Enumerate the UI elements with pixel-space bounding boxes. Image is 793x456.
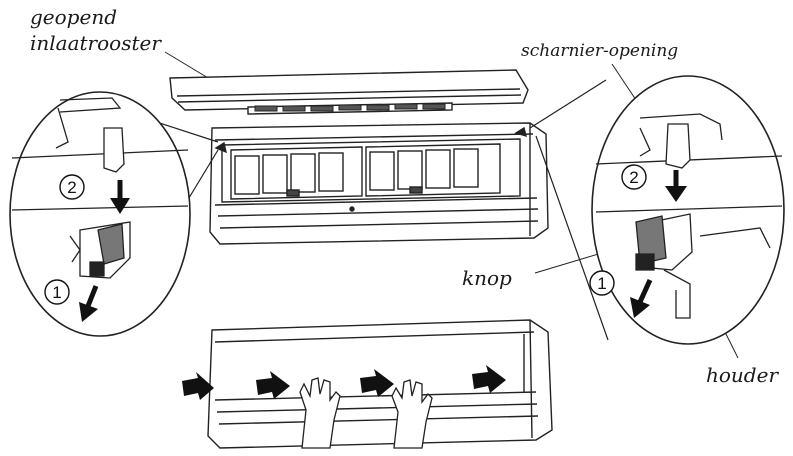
arrow-right-icon bbox=[472, 365, 506, 393]
label-houder: houder bbox=[706, 363, 779, 387]
arrow-right-icon bbox=[360, 369, 394, 397]
indoor-unit-top bbox=[209, 122, 549, 245]
step-number-1-right: 1 bbox=[597, 274, 606, 293]
hinge-slot-left bbox=[214, 141, 227, 154]
step-number-2-left: 2 bbox=[67, 178, 76, 197]
arrow-right-icon bbox=[182, 372, 214, 400]
push-button-right bbox=[635, 215, 667, 265]
label-scharnier-opening: scharnier-opening bbox=[521, 41, 678, 61]
step-number-2-right: 2 bbox=[629, 168, 638, 187]
hand-icon bbox=[299, 377, 341, 449]
arrow-down-icon bbox=[85, 285, 99, 307]
air-filter-left bbox=[230, 146, 363, 200]
step-2-right-icon bbox=[621, 164, 647, 190]
hand-icon bbox=[391, 379, 433, 449]
push-button-left bbox=[97, 223, 125, 265]
detail-circle-right: 2 1 bbox=[529, 75, 785, 345]
air-filter-right bbox=[365, 143, 501, 197]
step-number-1-left: 1 bbox=[52, 283, 61, 302]
push-arrows bbox=[182, 365, 506, 400]
step-1-right-icon bbox=[589, 270, 615, 296]
label-geopend: geopend bbox=[30, 5, 117, 29]
step-1-left-icon bbox=[44, 279, 70, 305]
detail-circle-left: 2 1 bbox=[9, 91, 219, 337]
hinge-peg-left bbox=[103, 127, 125, 173]
arrow-down-icon bbox=[637, 278, 653, 304]
arrow-right-icon bbox=[256, 371, 290, 399]
step-2-left-icon bbox=[59, 174, 85, 200]
inlet-grille bbox=[169, 69, 529, 115]
hinge-slot-right bbox=[514, 126, 527, 138]
label-knop-right: knop bbox=[462, 266, 512, 290]
label-inlaatrooster: inlaatrooster bbox=[30, 31, 162, 55]
hinge-peg-right bbox=[665, 123, 691, 169]
